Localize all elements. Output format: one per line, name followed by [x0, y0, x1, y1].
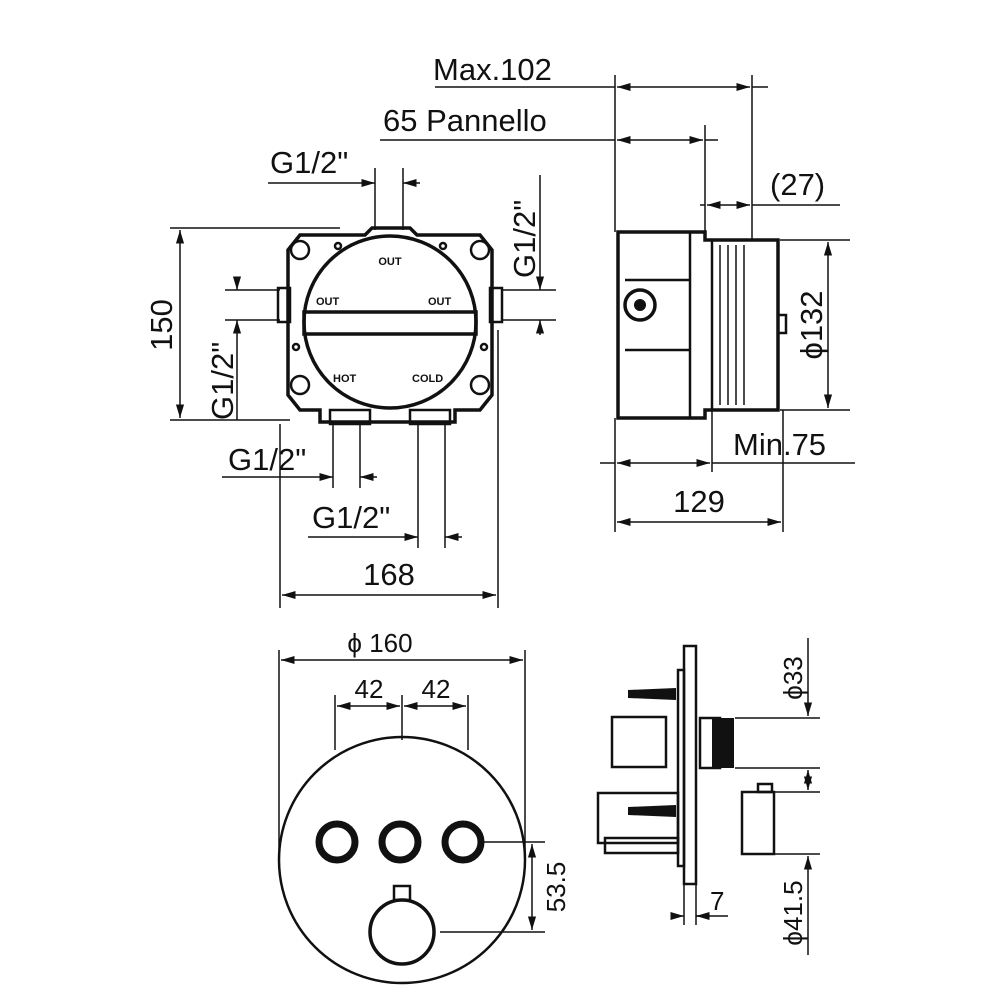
- dimension-plate-diameter-160: ϕ 160: [278, 628, 526, 860]
- button-ring-right: [441, 820, 485, 864]
- dimension-height-150: 150: [144, 227, 340, 421]
- dimension-top-connection: G1/2": [268, 145, 420, 230]
- dimension-cold-connection: G1/2": [308, 424, 462, 548]
- svg-text:42: 42: [355, 674, 384, 704]
- svg-text:42: 42: [422, 674, 451, 704]
- dimension-diameter-132: ϕ132: [780, 239, 850, 411]
- dimension-left-connection: G1/2": [205, 276, 280, 420]
- dimension-panel-65: 65 Pannello: [380, 103, 718, 232]
- svg-text:168: 168: [363, 557, 415, 592]
- side-view-box: [616, 230, 788, 420]
- dimension-knob-offset-53-5: 53.5: [440, 841, 571, 933]
- button-ring-middle: [378, 820, 422, 864]
- dimension-right-connection: G1/2": [502, 175, 556, 335]
- svg-text:ϕ33: ϕ33: [778, 656, 808, 699]
- svg-text:Max.102: Max.102: [433, 52, 552, 87]
- dimension-hot-connection: G1/2": [222, 424, 377, 488]
- plate-front-view: [277, 735, 527, 985]
- dimension-button-spacing: 42 42: [334, 674, 469, 750]
- svg-text:G1/2": G1/2": [270, 145, 348, 180]
- svg-text:ϕ 160: ϕ 160: [347, 628, 412, 658]
- port-label-hot: HOT: [333, 373, 357, 385]
- dimension-button-diameter-33: ϕ33: [735, 638, 820, 784]
- svg-text:G1/2": G1/2": [507, 200, 542, 278]
- svg-text:ϕ132: ϕ132: [794, 290, 829, 359]
- port-label-left: OUT: [316, 296, 340, 308]
- dimension-knob-diameter-41-5: ϕ41.5: [774, 776, 820, 955]
- svg-text:G1/2": G1/2": [312, 500, 390, 535]
- svg-text:G1/2": G1/2": [228, 442, 306, 477]
- plate-side-view: [596, 644, 776, 886]
- svg-text:ϕ41.5: ϕ41.5: [778, 880, 808, 945]
- button-ring-left: [315, 820, 359, 864]
- knob: [368, 898, 436, 966]
- svg-text:150: 150: [144, 299, 179, 351]
- dimension-depth-129: 129: [614, 410, 784, 532]
- svg-text:129: 129: [673, 484, 725, 519]
- dimension-offset-27: (27): [700, 167, 840, 210]
- svg-text:65 Pannello: 65 Pannello: [383, 103, 547, 138]
- svg-text:7: 7: [710, 886, 724, 916]
- port-label-cold: COLD: [412, 373, 443, 385]
- svg-text:G1/2": G1/2": [205, 342, 240, 420]
- dimension-plate-thickness-7: 7: [670, 884, 728, 925]
- svg-text:53.5: 53.5: [541, 862, 571, 913]
- svg-text:(27): (27): [770, 167, 825, 202]
- port-label-top: OUT: [378, 256, 402, 268]
- dimension-max-102: Max.102: [433, 52, 768, 240]
- svg-text:Min.75: Min.75: [733, 427, 826, 462]
- port-label-right: OUT: [428, 296, 452, 308]
- front-view-box: OUT OUT OUT HOT COLD: [276, 226, 504, 426]
- dimension-width-168: 168: [279, 330, 499, 608]
